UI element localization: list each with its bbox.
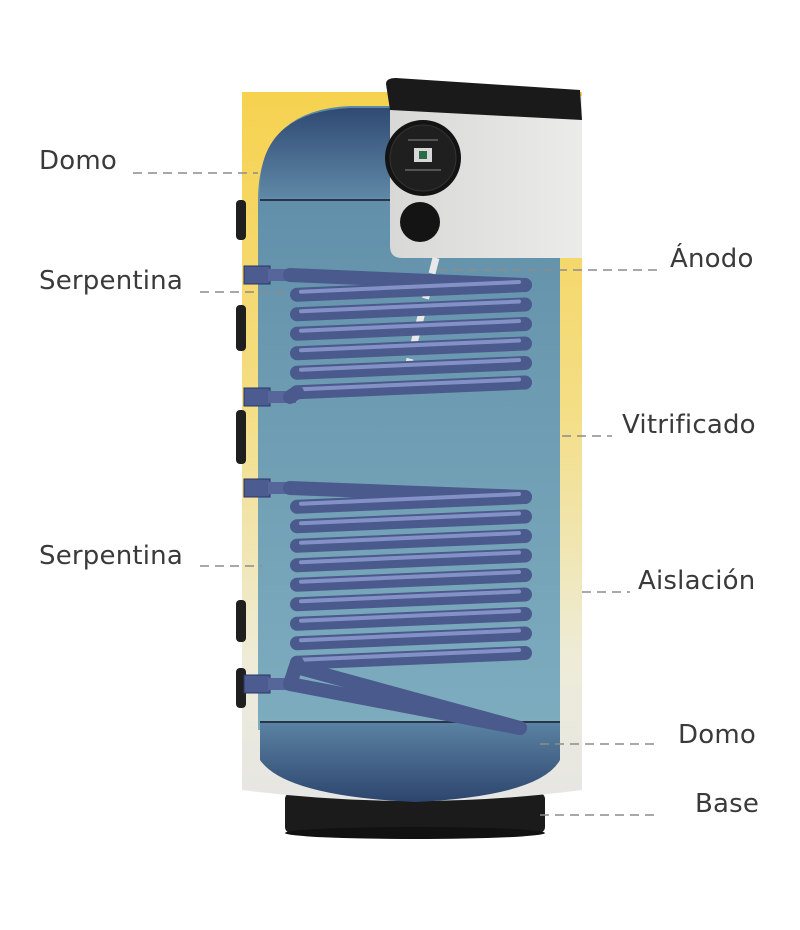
label-serpentina-upper: Serpentina [39,266,183,296]
coil-upper [243,265,532,407]
coil-turn [290,548,532,573]
label-base: Base [695,789,760,819]
coil-lower [243,478,532,735]
coil-turn [290,375,532,400]
coil-turn [290,317,532,341]
control-head [385,78,582,258]
coil-turn [290,626,532,651]
coil-turn [290,568,532,592]
coil-turn [290,336,532,361]
leader-lines [133,172,660,816]
coil-turn [290,509,532,534]
coil-fitting [243,674,271,694]
label-aislacion: Aislación [638,566,756,596]
dome-top [260,108,390,198]
coil-fitting [243,265,271,285]
label-anodo: Ánodo [670,244,754,274]
coil-turn [290,278,532,302]
coil-turn [290,607,532,631]
coil-turn [290,646,532,670]
coil-turn [290,490,532,514]
label-domo-top: Domo [39,146,117,176]
coil-turn [290,356,532,380]
base [285,793,545,839]
label-domo-bottom: Domo [678,720,756,750]
coil-turn [290,529,532,553]
coil-fitting [243,478,271,498]
coil-turn [290,297,532,322]
label-serpentina-lower: Serpentina [39,541,183,571]
coil-fitting [243,387,271,407]
coil-turn [290,587,532,612]
label-vitrificado: Vitrificado [622,410,756,440]
